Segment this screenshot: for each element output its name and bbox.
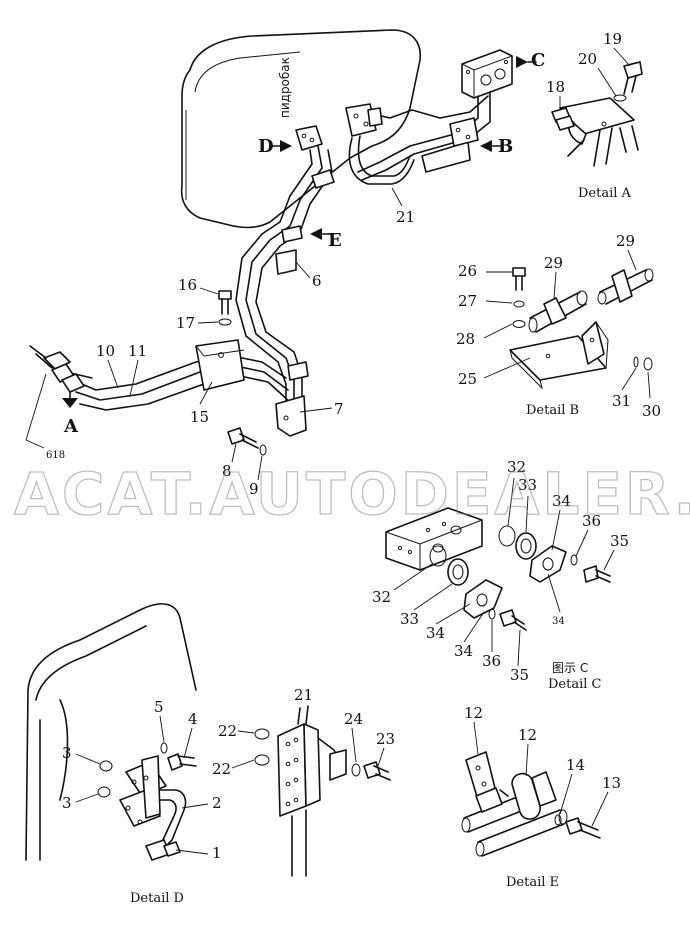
part-label-34: 34 bbox=[552, 492, 571, 510]
part-label-36b: 36 bbox=[482, 652, 501, 670]
part-label-1: 1 bbox=[212, 844, 222, 862]
part-label-25: 25 bbox=[458, 370, 477, 388]
part-label-14: 14 bbox=[566, 756, 585, 774]
part-label-4: 4 bbox=[188, 710, 198, 728]
arrow-label-b: B bbox=[498, 136, 513, 157]
detail-c-drawing bbox=[385, 507, 611, 631]
part-label-22: 22 bbox=[218, 722, 237, 740]
caption-detail-c: Detail C bbox=[548, 677, 602, 692]
part-label-11: 11 bbox=[128, 342, 147, 360]
leader-lines-a bbox=[559, 47, 631, 110]
part-label-34c: 34 bbox=[552, 616, 565, 627]
part-label-23: 23 bbox=[376, 730, 395, 748]
part-label-20: 20 bbox=[578, 50, 597, 68]
part-label-29b: 29 bbox=[544, 254, 563, 272]
part-label-30: 30 bbox=[642, 402, 661, 420]
part-label-33b: 33 bbox=[400, 610, 419, 628]
leader-lines-d bbox=[75, 715, 209, 855]
leader-lines-c bbox=[393, 477, 615, 667]
pipe-run-middle bbox=[235, 145, 335, 405]
arrow-label-c: C bbox=[531, 50, 545, 71]
caption-detail-e: Detail E bbox=[506, 875, 559, 890]
caption-detail-d: Detail D bbox=[130, 891, 184, 906]
view-arrows bbox=[62, 56, 537, 408]
part-label-31: 31 bbox=[612, 392, 631, 410]
part-label-34d: 34 bbox=[454, 642, 473, 660]
detail-d-drawing bbox=[25, 603, 197, 861]
part-label-32b: 32 bbox=[372, 588, 391, 606]
caption-detail-a: Detail A bbox=[578, 186, 632, 201]
watermark: ACAT.AUTODEALER.RU bbox=[14, 460, 690, 528]
part-label-35: 35 bbox=[610, 532, 629, 550]
valve-block-c bbox=[461, 49, 513, 99]
part-label-16: 16 bbox=[178, 276, 197, 294]
part-label-29: 29 bbox=[616, 232, 635, 250]
pipe-run-upper bbox=[357, 91, 491, 181]
part-label-5: 5 bbox=[154, 698, 164, 716]
part-label-7: 7 bbox=[334, 400, 344, 418]
ref-label-618: 618 bbox=[46, 450, 65, 461]
part-label-13: 13 bbox=[602, 774, 621, 792]
part-label-15: 15 bbox=[190, 408, 209, 426]
part-label-26: 26 bbox=[458, 262, 477, 280]
part-label-3: 3 bbox=[62, 744, 72, 762]
part-label-36: 36 bbox=[582, 512, 601, 530]
part-label-6: 6 bbox=[312, 272, 322, 290]
part-label-8: 8 bbox=[222, 462, 232, 480]
leader-lines-21 bbox=[231, 727, 385, 769]
tank-label: пидробак bbox=[278, 57, 292, 118]
part-label-27: 27 bbox=[458, 292, 477, 310]
part-label-21b: 21 bbox=[294, 686, 313, 704]
pipe-ends-a bbox=[29, 345, 85, 393]
part-label-24: 24 bbox=[344, 710, 363, 728]
part-label-28: 28 bbox=[456, 330, 475, 348]
arrow-label-d: D bbox=[258, 136, 274, 157]
arrow-label-e: E bbox=[328, 230, 342, 251]
part-label-9: 9 bbox=[249, 480, 259, 498]
part-label-10: 10 bbox=[96, 342, 115, 360]
part-label-35b: 35 bbox=[510, 666, 529, 684]
part-label-22b: 22 bbox=[212, 760, 231, 778]
arrow-label-a: A bbox=[63, 416, 79, 437]
bolt-16 bbox=[218, 290, 232, 326]
part-label-3b: 3 bbox=[62, 794, 72, 812]
detail-b-drawing bbox=[509, 267, 654, 390]
part-label-12b: 12 bbox=[518, 726, 537, 744]
detail-a-drawing bbox=[551, 61, 643, 167]
leader-lines-main bbox=[25, 187, 403, 481]
part-label-19: 19 bbox=[603, 30, 622, 48]
leader-lines-e bbox=[473, 721, 609, 827]
part-label-17: 17 bbox=[176, 314, 195, 332]
part-label-32: 32 bbox=[507, 458, 526, 476]
part-label-18: 18 bbox=[546, 78, 565, 96]
part-label-12: 12 bbox=[464, 704, 483, 722]
pipe-21-detail bbox=[254, 705, 391, 877]
detail-e-drawing bbox=[461, 751, 601, 857]
caption-detail-b: Detail B bbox=[526, 403, 579, 418]
pipe-run-lower bbox=[65, 339, 307, 437]
pipe-21 bbox=[348, 135, 415, 185]
part-label-33: 33 bbox=[518, 476, 537, 494]
part-label-2: 2 bbox=[212, 794, 222, 812]
leader-lines-b bbox=[483, 249, 651, 399]
part-label-34b: 34 bbox=[426, 624, 445, 642]
part-label-21: 21 bbox=[396, 208, 415, 226]
flange-d bbox=[295, 103, 383, 151]
bolt-8 bbox=[227, 427, 267, 456]
caption-detail-c-cn: 图示 C bbox=[552, 661, 588, 675]
